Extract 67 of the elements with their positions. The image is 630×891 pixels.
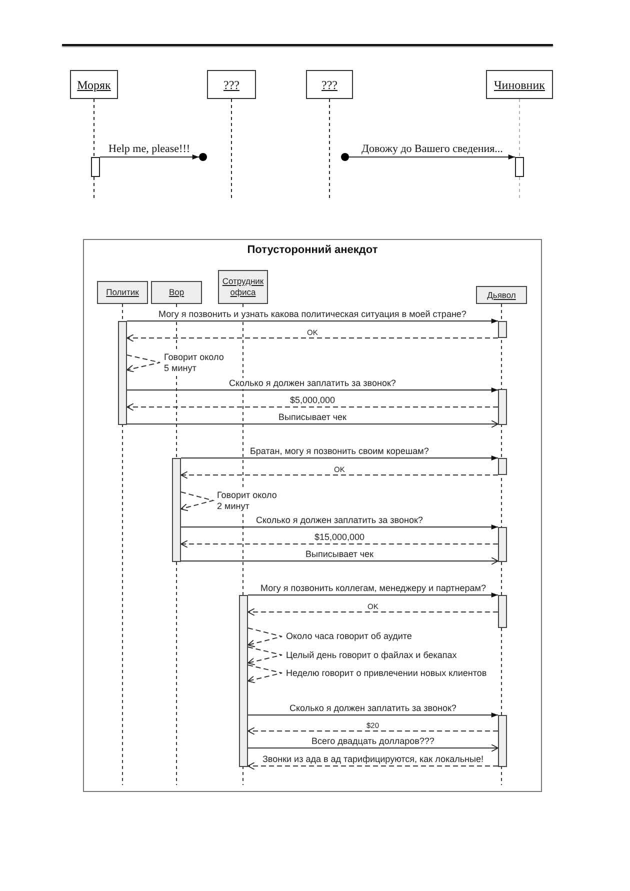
return-message-arrow (126, 334, 498, 342)
message-label: $5,000,000 (289, 395, 336, 406)
message-arrow (180, 557, 498, 565)
message-label: Сколько я должен заплатить за звонок? (228, 378, 397, 389)
message-label: Целый день говорит о файлах и бекапах (285, 650, 458, 660)
participant-box: Политик (97, 281, 148, 304)
message-arrow (126, 388, 498, 392)
message-label: Выписывает чек (304, 549, 374, 560)
return-message-arrow (248, 608, 498, 616)
lifeline (329, 98, 330, 198)
return-message-arrow (248, 762, 498, 770)
activation-bar (498, 527, 507, 562)
self-message-arrow (180, 492, 215, 512)
activation-bar (239, 595, 248, 767)
activation-bar (515, 157, 524, 177)
participant-box: Сотрудник офиса (218, 270, 268, 304)
return-message-arrow (180, 540, 498, 548)
activation-bar (91, 157, 100, 177)
message-label: Около часа говорит об аудите (285, 631, 413, 642)
endpoint-dot (341, 153, 349, 161)
message-label: Сколько я должен заплатить за звонок? (288, 703, 458, 714)
message-arrow (348, 154, 516, 160)
message-label: Могу я позвонить и узнать какова политическая ситуация в моей стране? (158, 309, 468, 320)
message-label: Братан, могу я позвонить своим корешам? (249, 446, 430, 457)
participant-box: ??? (207, 70, 256, 99)
message-label: Могу я позвонить коллегам, менеджеру и партнерам? (260, 583, 487, 594)
message-arrow (248, 592, 498, 598)
lifeline (519, 98, 520, 198)
activation-bar (498, 595, 507, 628)
activation-bar (118, 321, 127, 425)
return-message-arrow (248, 727, 498, 735)
activation-bar (498, 715, 507, 767)
frame-title: Потусторонний анекдот (247, 244, 378, 257)
message-label: Звонки из ада в ад тарифицируются, как локальные! (262, 754, 485, 765)
activation-bar (498, 389, 507, 425)
message-arrow (180, 456, 498, 460)
message-label: $15,000,000 (314, 532, 366, 543)
message-label: Выписывает чек (278, 412, 348, 423)
participant-box: ??? (306, 70, 353, 99)
lifeline (122, 304, 123, 786)
self-message-arrow (248, 646, 282, 666)
message-arrow (180, 524, 498, 530)
message-arrow (248, 712, 498, 718)
message-arrow (126, 420, 498, 428)
participant-box: Чиновник (486, 70, 553, 99)
message-label: Всего двадцать долларов??? (310, 736, 436, 747)
diagram-frame (83, 239, 542, 792)
endpoint-dot (199, 153, 207, 161)
message-label: Довожу до Вашего сведения... (360, 143, 504, 156)
self-message-arrow (248, 664, 282, 684)
message-arrow (248, 744, 498, 752)
self-message-arrow (248, 628, 282, 648)
return-message-arrow (180, 471, 498, 479)
activation-bar (172, 458, 181, 562)
message-label: Help me, please!!! (108, 143, 192, 156)
activation-bar (498, 458, 507, 475)
return-message-arrow (126, 403, 498, 411)
lifeline (231, 98, 232, 198)
message-arrow (100, 154, 200, 160)
message-label: Сколько я должен заплатить за звонок? (255, 515, 424, 526)
activation-bar (498, 321, 507, 338)
participant-box: Вор (151, 281, 202, 304)
message-label: Неделю говорит о привлечении новых клиентов (285, 668, 488, 678)
participant-box: Дьявол (476, 286, 527, 304)
self-message-arrow (126, 354, 160, 372)
participant-box: Моряк (70, 70, 118, 99)
message-arrow (126, 318, 498, 324)
